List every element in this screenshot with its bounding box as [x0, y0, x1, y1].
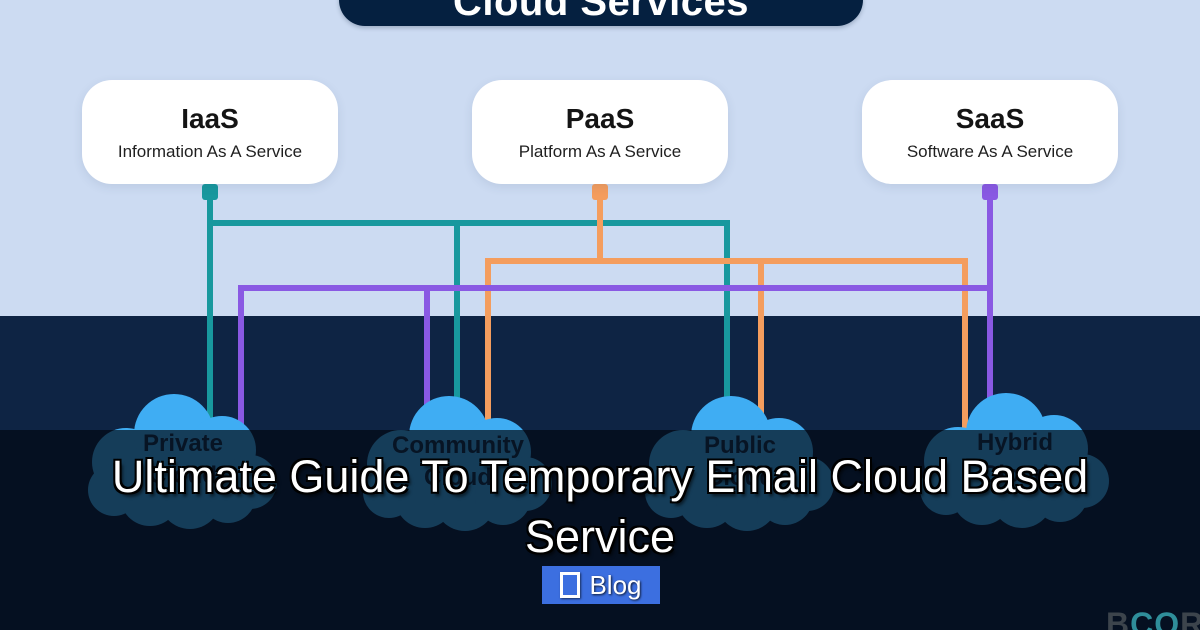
card-paas-abbr: PaaS	[565, 102, 635, 134]
saas-line-to-private-cloud	[238, 285, 244, 430]
iaas-horizontal-line	[207, 220, 730, 226]
iaas-line-to-private-cloud	[207, 198, 213, 430]
paas-line-to-community-cloud	[485, 258, 491, 430]
watermark-part2: CO	[1130, 606, 1181, 630]
card-iaas: IaaS Information As A Service	[82, 80, 338, 184]
paas-horizontal-line	[485, 258, 968, 264]
banner-cloud-services: Cloud Services	[339, 0, 863, 26]
paas-stem-line	[597, 198, 603, 264]
paas-line-to-public-cloud	[758, 258, 764, 430]
iaas-connector-node-icon	[202, 184, 218, 200]
banner-title: Cloud Services	[452, 0, 749, 24]
card-saas-abbr: SaaS	[955, 102, 1025, 134]
page-title: Ultimate Guide To Temporary Email Cloud …	[0, 447, 1200, 567]
saas-horizontal-line	[238, 285, 993, 291]
card-saas: SaaS Software As A Service	[862, 80, 1118, 184]
page-title-line1: Ultimate Guide To Temporary Email Cloud …	[111, 451, 1089, 502]
iaas-line-to-community-cloud	[454, 220, 460, 430]
card-paas-full-name: Platform As A Service	[518, 141, 682, 161]
page-title-line2: Service	[524, 511, 676, 562]
card-paas: PaaS Platform As A Service	[472, 80, 728, 184]
watermark-logo: BCORD	[1106, 606, 1200, 630]
saas-line-to-hybrid-cloud	[987, 198, 993, 430]
blog-button-label: Blog	[589, 569, 642, 600]
missing-glyph-box-icon	[560, 572, 581, 598]
card-saas-full-name: Software As A Service	[906, 141, 1074, 161]
saas-line-to-community-cloud	[424, 285, 430, 430]
card-iaas-abbr: IaaS	[181, 102, 239, 134]
blog-button[interactable]: Blog	[542, 566, 660, 604]
paas-connector-node-icon	[592, 184, 608, 200]
iaas-line-to-public-cloud	[724, 220, 730, 430]
card-iaas-full-name: Information As A Service	[117, 141, 303, 161]
paas-line-to-hybrid-cloud	[962, 258, 968, 430]
watermark-part3: RD	[1180, 606, 1200, 630]
saas-connector-node-icon	[982, 184, 998, 200]
watermark-part1: B	[1106, 606, 1131, 630]
